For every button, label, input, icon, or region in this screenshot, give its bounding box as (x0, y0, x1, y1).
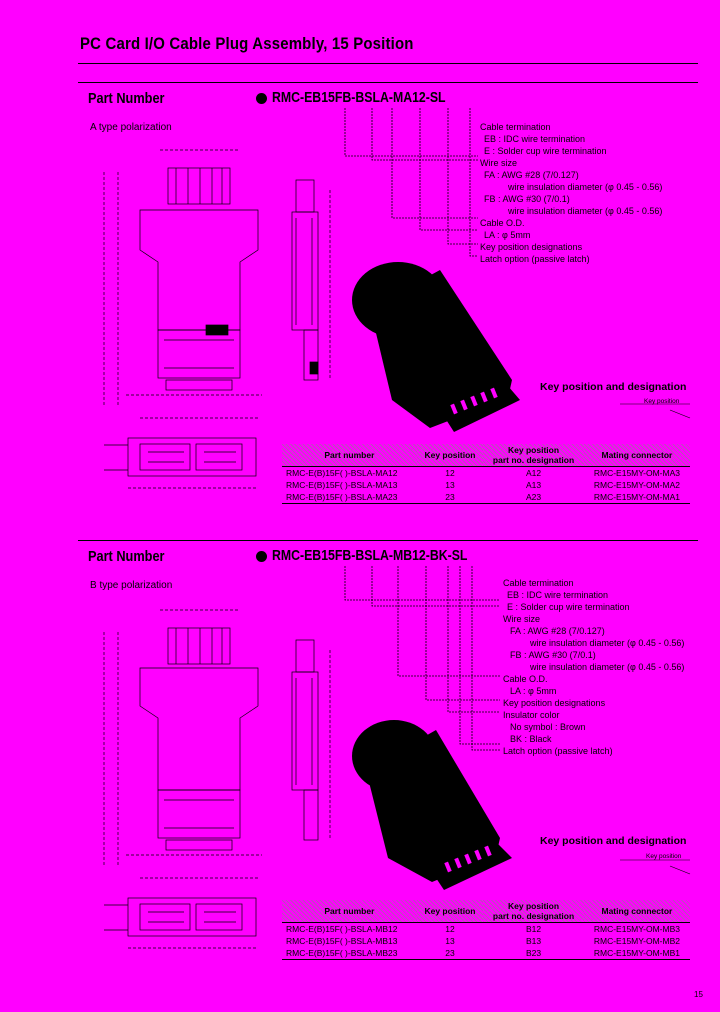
desc-b-11: Insulator color (503, 710, 560, 720)
part-number-label-b: Part Number (88, 548, 165, 565)
cell-part-number: RMC-E(B)15F( )-BSLA-MB12 (286, 924, 398, 934)
desc-a-1: EB : IDC wire termination (484, 134, 586, 144)
page-number: 15 (694, 990, 703, 999)
cell-part-number: RMC-E(B)15F( )-BSLA-MB23 (282, 947, 417, 960)
desc-b-2: E : Solder cup wire termination (507, 602, 630, 612)
desc-b-10: Key position designations (503, 698, 606, 708)
cell-mating-connector: RMC-E15MY-OM-MA2 (593, 480, 680, 490)
title-rule (78, 63, 698, 64)
desc-b-5: wire insulation diameter (φ 0.45 - 0.56) (530, 638, 685, 648)
desc-b-12: No symbol : Brown (510, 722, 586, 732)
desc-a-11: Latch option (passive latch) (480, 254, 590, 264)
key-table-a: Part number Key position Key position pa… (282, 444, 690, 504)
cell-designation: A12 (525, 468, 542, 478)
desc-a-6: FB : AWG #30 (7/0.1) (484, 194, 570, 204)
section-b-rule (78, 540, 698, 541)
table-row: RMC-E(B)15F( )-BSLA-MA23 23 A23 RMC-E15M… (282, 491, 690, 504)
table-row: RMC-E(B)15F( )-BSLA-MB13 13 B13 RMC-E15M… (282, 935, 690, 947)
bullet-a (256, 93, 267, 104)
cell-part-number: RMC-E(B)15F( )-BSLA-MA12 (286, 468, 398, 478)
key-table-b: Part number Key position Key position pa… (282, 900, 690, 960)
cell-designation: B23 (483, 947, 584, 960)
cell-mating-connector: RMC-E15MY-OM-MB3 (593, 924, 680, 934)
desc-a-9: LA : φ 5mm (484, 230, 531, 240)
desc-a-5: wire insulation diameter (φ 0.45 - 0.56) (508, 182, 663, 192)
cell-mating-connector: RMC-E15MY-OM-MA1 (583, 491, 690, 504)
desc-a-0: Cable termination (480, 122, 551, 132)
desc-a-2: E : Solder cup wire termination (484, 146, 607, 156)
cell-key-position: 23 (416, 947, 484, 960)
header-mating-connector: Mating connector (583, 444, 690, 467)
table-row: RMC-E(B)15F( )-BSLA-MA12 12 A12 RMC-E15M… (282, 467, 690, 480)
desc-a-3: Wire size (480, 158, 518, 168)
key-note-a: Key position (644, 398, 680, 405)
cell-part-number: RMC-E(B)15F( )-BSLA-MB13 (286, 936, 398, 946)
part-number-code-a: RMC-EB15FB-BSLA-MA12-SL (272, 89, 446, 106)
cell-designation: A13 (525, 480, 542, 490)
header-mating-connector: Mating connector (583, 900, 690, 923)
cell-key-position: 23 (416, 491, 484, 504)
key-title-a: Key position and designation (540, 381, 687, 393)
header-part-number: Part number (282, 444, 417, 467)
polarization-b: B type polarization (90, 580, 173, 591)
cell-designation: B12 (525, 924, 542, 934)
header-designation: Key position part no. designation (483, 444, 584, 467)
cell-designation: B13 (525, 936, 542, 946)
cell-mating-connector: RMC-E15MY-OM-MB1 (583, 947, 690, 960)
section-a-rule (78, 82, 698, 83)
desc-b-1: EB : IDC wire termination (507, 590, 609, 600)
part-number-code-b: RMC-EB15FB-BSLA-MB12-BK-SL (272, 547, 468, 564)
header-key-position: Key position (416, 900, 484, 923)
desc-b-8: Cable O.D. (503, 674, 548, 684)
part-number-label-a: Part Number (88, 90, 165, 107)
cell-part-number: RMC-E(B)15F( )-BSLA-MA23 (282, 491, 417, 504)
key-note-b: Key position (646, 853, 682, 860)
desc-b-4: FA : AWG #28 (7/0.127) (510, 626, 605, 636)
cell-key-position: 12 (445, 468, 455, 478)
desc-b-3: Wire size (503, 614, 541, 624)
cell-part-number: RMC-E(B)15F( )-BSLA-MA13 (286, 480, 398, 490)
cell-key-position: 13 (445, 936, 455, 946)
header-designation: Key position part no. designation (483, 900, 584, 923)
desc-b-7: wire insulation diameter (φ 0.45 - 0.56) (530, 662, 685, 672)
desc-b-6: FB : AWG #30 (7/0.1) (510, 650, 596, 660)
desc-a-7: wire insulation diameter (φ 0.45 - 0.56) (508, 206, 663, 216)
page-title: PC Card I/O Cable Plug Assembly, 15 Posi… (80, 34, 414, 53)
polarization-a: A type polarization (90, 122, 172, 133)
cell-key-position: 13 (445, 480, 455, 490)
desc-b-0: Cable termination (503, 578, 574, 588)
cell-designation: A23 (483, 491, 584, 504)
bullet-b (256, 551, 267, 562)
table-row: RMC-E(B)15F( )-BSLA-MB12 12 B12 RMC-E15M… (282, 923, 690, 936)
cell-key-position: 12 (445, 924, 455, 934)
desc-a-10: Key position designations (480, 242, 583, 252)
header-part-number: Part number (282, 900, 417, 923)
cell-mating-connector: RMC-E15MY-OM-MA3 (593, 468, 680, 478)
cell-mating-connector: RMC-E15MY-OM-MB2 (593, 936, 680, 946)
desc-b-9: LA : φ 5mm (510, 686, 557, 696)
desc-b-14: Latch option (passive latch) (503, 746, 613, 756)
table-row: RMC-E(B)15F( )-BSLA-MA13 13 A13 RMC-E15M… (282, 479, 690, 491)
desc-a-8: Cable O.D. (480, 218, 525, 228)
header-key-position: Key position (416, 444, 484, 467)
desc-a-4: FA : AWG #28 (7/0.127) (484, 170, 579, 180)
table-row: RMC-E(B)15F( )-BSLA-MB23 23 B23 RMC-E15M… (282, 947, 690, 960)
key-title-b: Key position and designation (540, 835, 687, 847)
desc-b-13: BK : Black (510, 734, 552, 744)
